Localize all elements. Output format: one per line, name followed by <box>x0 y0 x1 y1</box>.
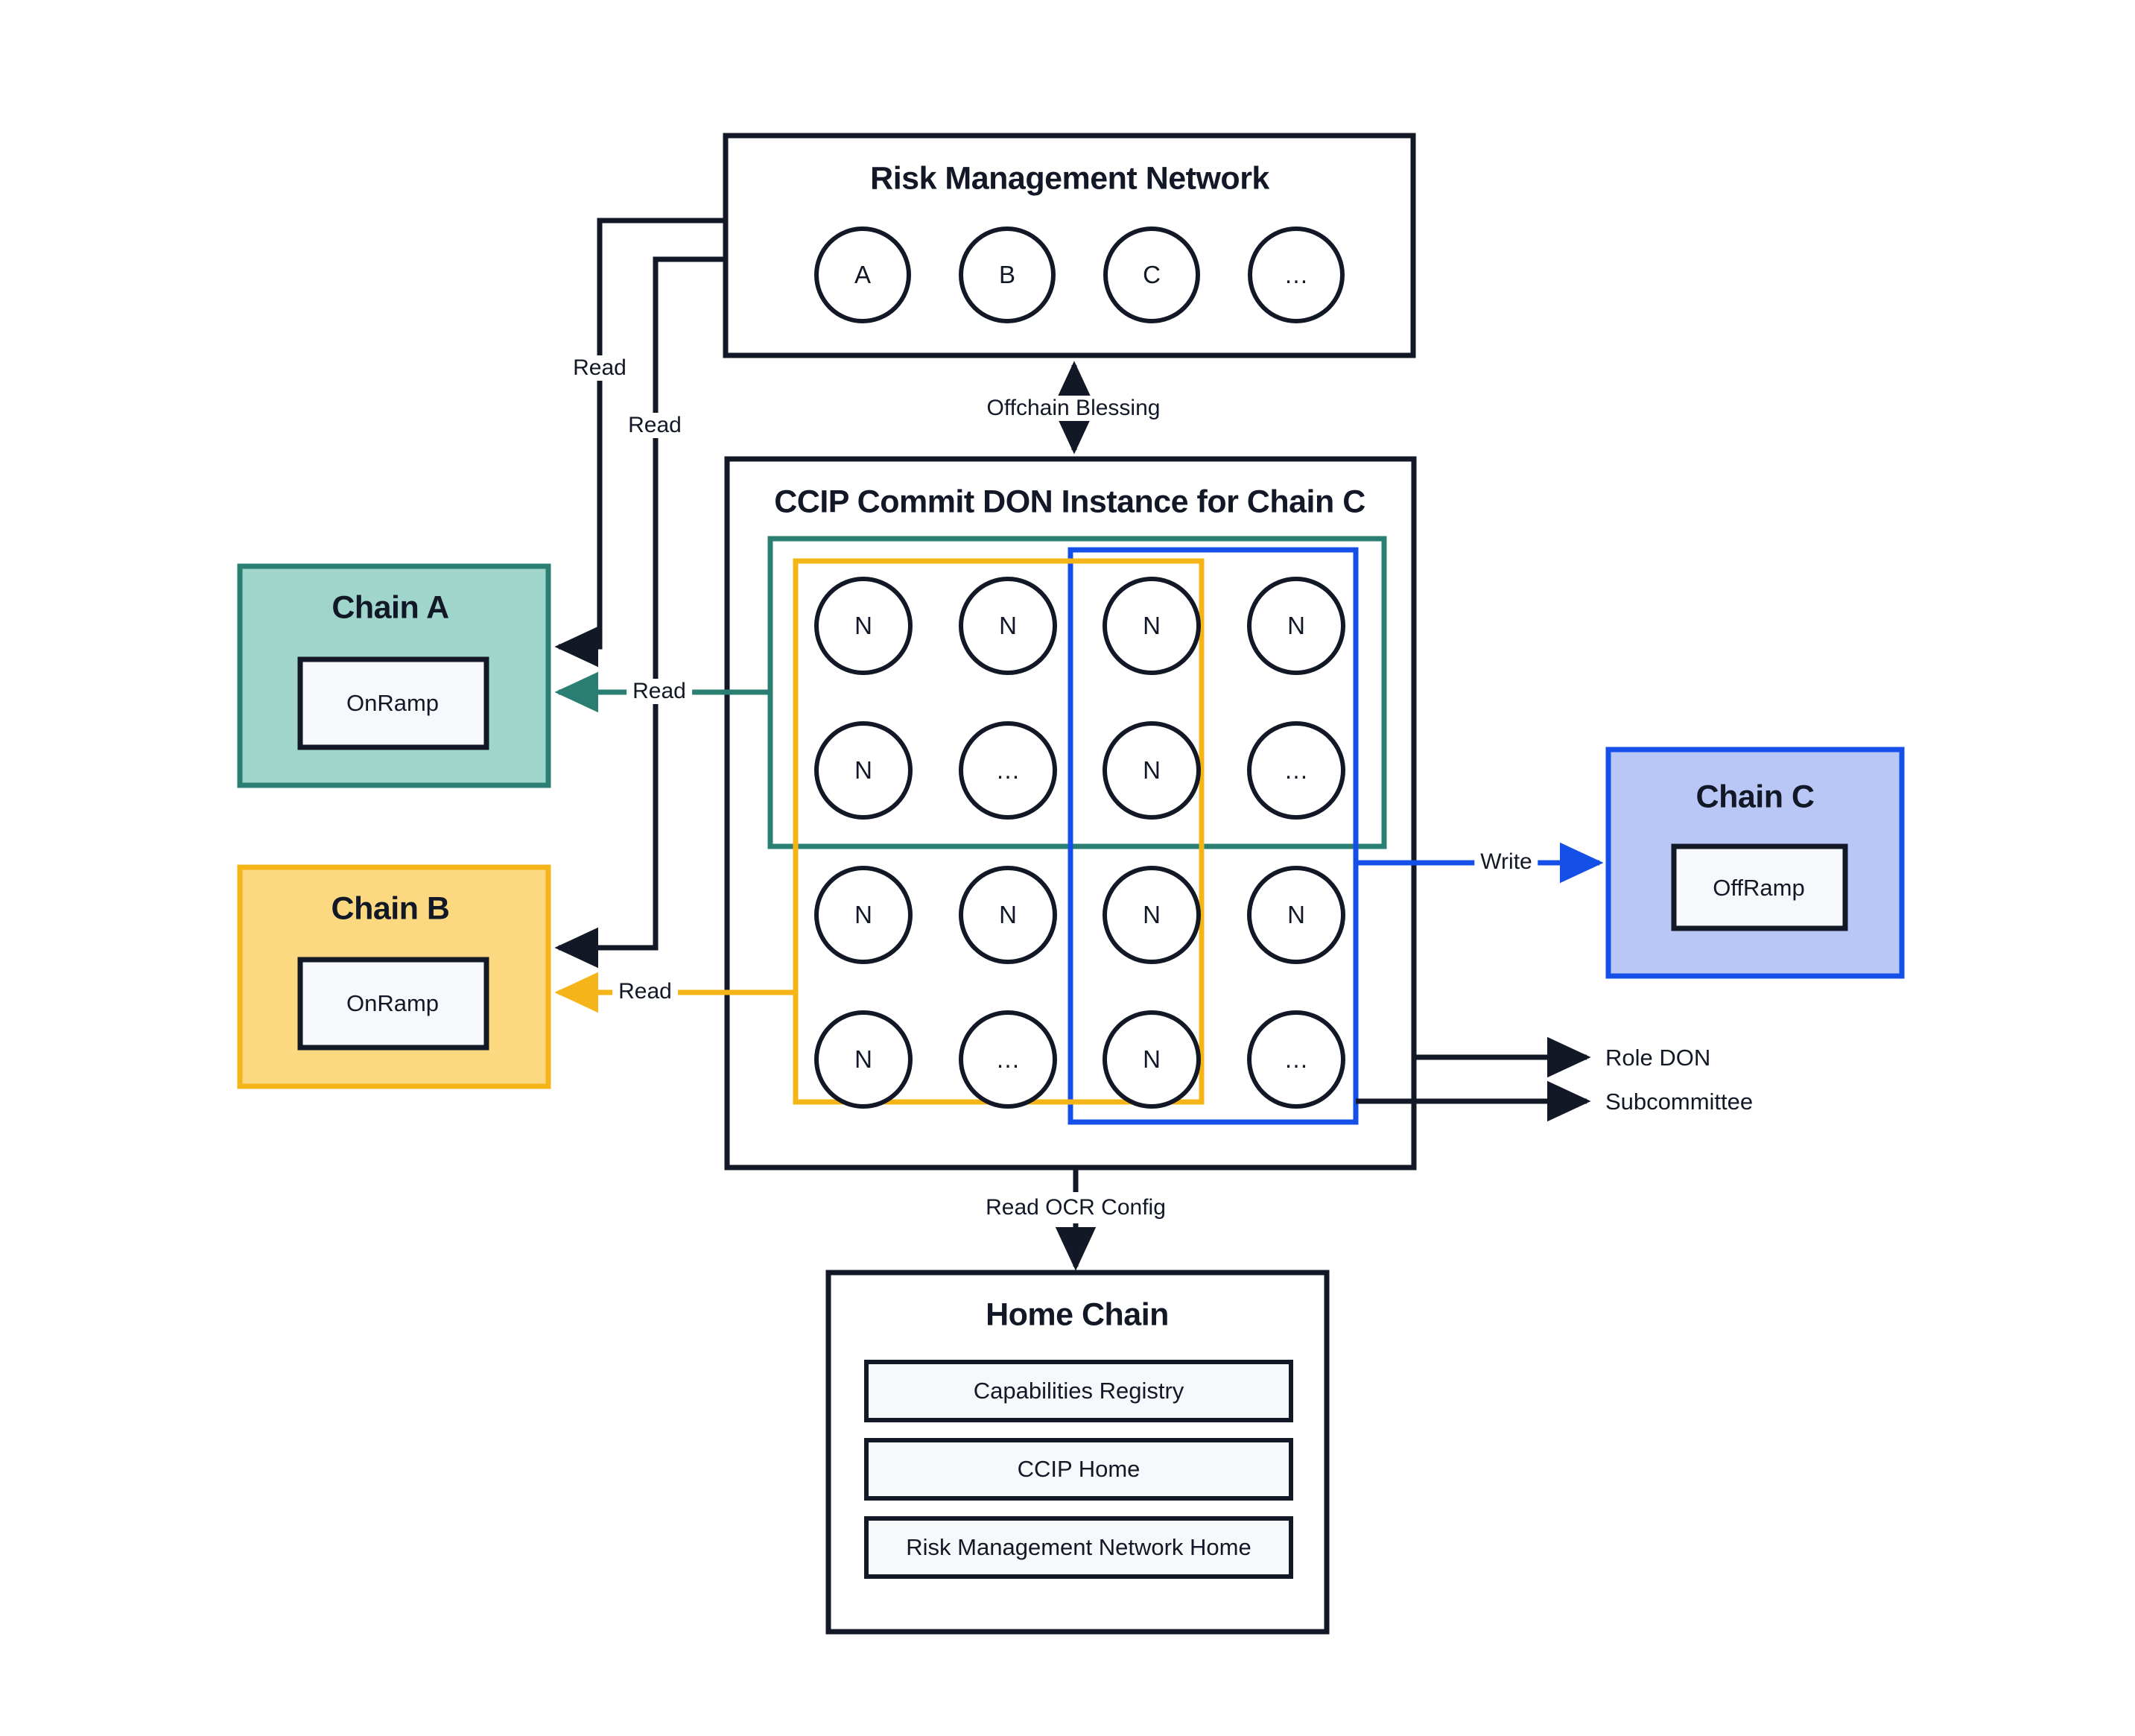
don-node-label: N <box>854 901 872 928</box>
don-node[interactable] <box>814 1010 913 1109</box>
legend-subcommittee-label: Subcommittee <box>1605 1089 1754 1115</box>
don-node-label: N <box>1143 901 1161 928</box>
chain-b-onramp-box[interactable] <box>297 957 489 1051</box>
don-node[interactable] <box>1247 1010 1345 1109</box>
don-node-label: … <box>1284 1045 1309 1073</box>
chain-a-box[interactable] <box>237 563 551 788</box>
chain-a-onramp-label: OnRamp <box>346 690 440 716</box>
don-node-label: … <box>995 756 1021 784</box>
edge-label-write-c: Write <box>1474 849 1538 875</box>
don-node-grid <box>814 577 1345 1109</box>
chain-b-onramp-label: OnRamp <box>346 990 440 1016</box>
don-node[interactable] <box>814 577 913 675</box>
don-node[interactable] <box>1103 866 1201 964</box>
home-chain-title: Home Chain <box>986 1296 1169 1333</box>
don-node-label: N <box>1287 901 1305 928</box>
chain-c-offramp-box[interactable] <box>1671 843 1848 931</box>
don-node-label: … <box>1284 756 1309 784</box>
don-node-label: N <box>999 612 1017 639</box>
rmn-node-label: … <box>1284 261 1309 288</box>
rmn-node-label: A <box>854 261 872 288</box>
home-contract-label: Risk Management Network Home <box>906 1534 1252 1560</box>
don-node[interactable] <box>959 577 1057 675</box>
don-node-label: N <box>999 901 1017 928</box>
home-contract-box-1[interactable] <box>864 1438 1293 1501</box>
don-node-label: … <box>995 1045 1021 1073</box>
edge-label-read-a-teal: Read <box>626 679 692 704</box>
don-node[interactable] <box>1247 577 1345 675</box>
chain-c-title: Chain C <box>1695 779 1815 815</box>
edge-read-b-black <box>554 256 726 969</box>
legend-role-don-label: Role DON <box>1605 1045 1711 1071</box>
rmn-node-label: C <box>1143 261 1161 288</box>
edge-label-read-ocr-config: Read OCR Config <box>980 1195 1172 1220</box>
rmn-box[interactable] <box>723 133 1416 358</box>
chain-b-title: Chain B <box>331 890 450 927</box>
rmn-node-more[interactable] <box>1248 226 1345 323</box>
don-node[interactable] <box>1247 721 1345 820</box>
edge-label-read-b-orange: Read <box>612 979 678 1004</box>
don-node[interactable] <box>1247 866 1345 964</box>
chain-a-title: Chain A <box>331 589 449 626</box>
rmn-node-b[interactable] <box>959 226 1056 323</box>
chain-c-box[interactable] <box>1605 747 1905 979</box>
rmn-node-c[interactable] <box>1103 226 1200 323</box>
edge-read-a-black <box>554 218 726 668</box>
don-node-label: N <box>1143 612 1161 639</box>
home-contract-box-2[interactable] <box>864 1516 1293 1579</box>
edge-label-offchain-blessing: Offchain Blessing <box>980 396 1167 421</box>
don-node[interactable] <box>959 866 1057 964</box>
edge-label-read-a-black: Read <box>567 355 632 381</box>
don-node-label: N <box>854 756 872 784</box>
rmn-title: Risk Management Network <box>870 160 1269 197</box>
don-node-label: N <box>854 612 872 639</box>
don-node[interactable] <box>959 1010 1057 1109</box>
group-rect-blue[interactable] <box>1068 547 1359 1125</box>
don-node[interactable] <box>1103 577 1201 675</box>
rmn-node-a[interactable] <box>814 226 911 323</box>
don-node-label: N <box>1143 1045 1161 1073</box>
home-contract-label: CCIP Home <box>1017 1456 1141 1482</box>
ccip-commit-don-title: CCIP Commit DON Instance for Chain C <box>774 484 1365 520</box>
rmn-node-label: B <box>998 261 1016 288</box>
chain-b-box[interactable] <box>237 864 551 1089</box>
chain-c-offramp-label: OffRamp <box>1713 875 1805 901</box>
don-node[interactable] <box>814 721 913 820</box>
home-chain-box[interactable] <box>825 1270 1330 1635</box>
don-node[interactable] <box>814 866 913 964</box>
don-node-label: N <box>854 1045 872 1073</box>
don-node-label: N <box>1287 612 1305 639</box>
don-node[interactable] <box>1103 721 1201 820</box>
don-node[interactable] <box>959 721 1057 820</box>
edge-label-read-b-black: Read <box>622 413 688 438</box>
chain-a-onramp-box[interactable] <box>297 656 489 750</box>
don-node[interactable] <box>1103 1010 1201 1109</box>
home-contract-label: Capabilities Registry <box>973 1378 1184 1404</box>
home-contract-box-0[interactable] <box>864 1360 1293 1422</box>
don-node-label: N <box>1143 756 1161 784</box>
